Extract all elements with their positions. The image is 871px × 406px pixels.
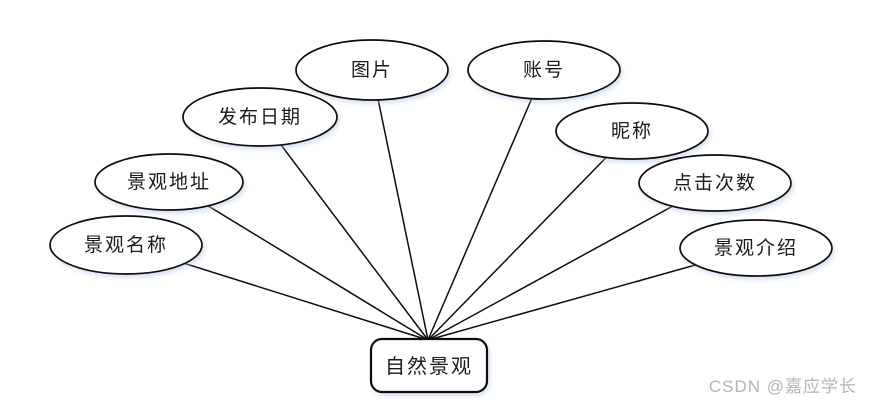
watermark: CSDN @嘉应学长: [708, 377, 857, 396]
attribute-label: 账号: [523, 59, 565, 81]
attribute-label: 点击次数: [673, 172, 757, 194]
attribute-label: 景观介绍: [714, 237, 798, 259]
connector-line: [259, 116, 429, 341]
attribute-label: 景观名称: [84, 234, 168, 256]
connector-line: [427, 130, 633, 341]
attribute-ellipse: [467, 40, 621, 100]
attribute-label: 发布日期: [218, 106, 302, 128]
attribute-label: 图片: [351, 59, 393, 81]
attribute-ellipse: [295, 39, 449, 101]
entity-label: 自然景观: [385, 355, 473, 378]
entity-box: [369, 337, 489, 394]
connector-line: [427, 182, 716, 341]
attribute-ellipse: [94, 153, 244, 211]
connector-line: [427, 69, 545, 341]
connector-line: [371, 69, 429, 341]
connector-line: [168, 181, 429, 341]
attribute-label: 景观地址: [127, 171, 211, 193]
attribute-ellipse: [638, 154, 792, 212]
attribute-ellipse: [182, 87, 338, 147]
attribute-ellipse: [679, 219, 833, 277]
attribute-ellipse: [555, 102, 709, 160]
attribute-ellipse: [49, 215, 203, 275]
attribute-label: 昵称: [611, 120, 653, 142]
